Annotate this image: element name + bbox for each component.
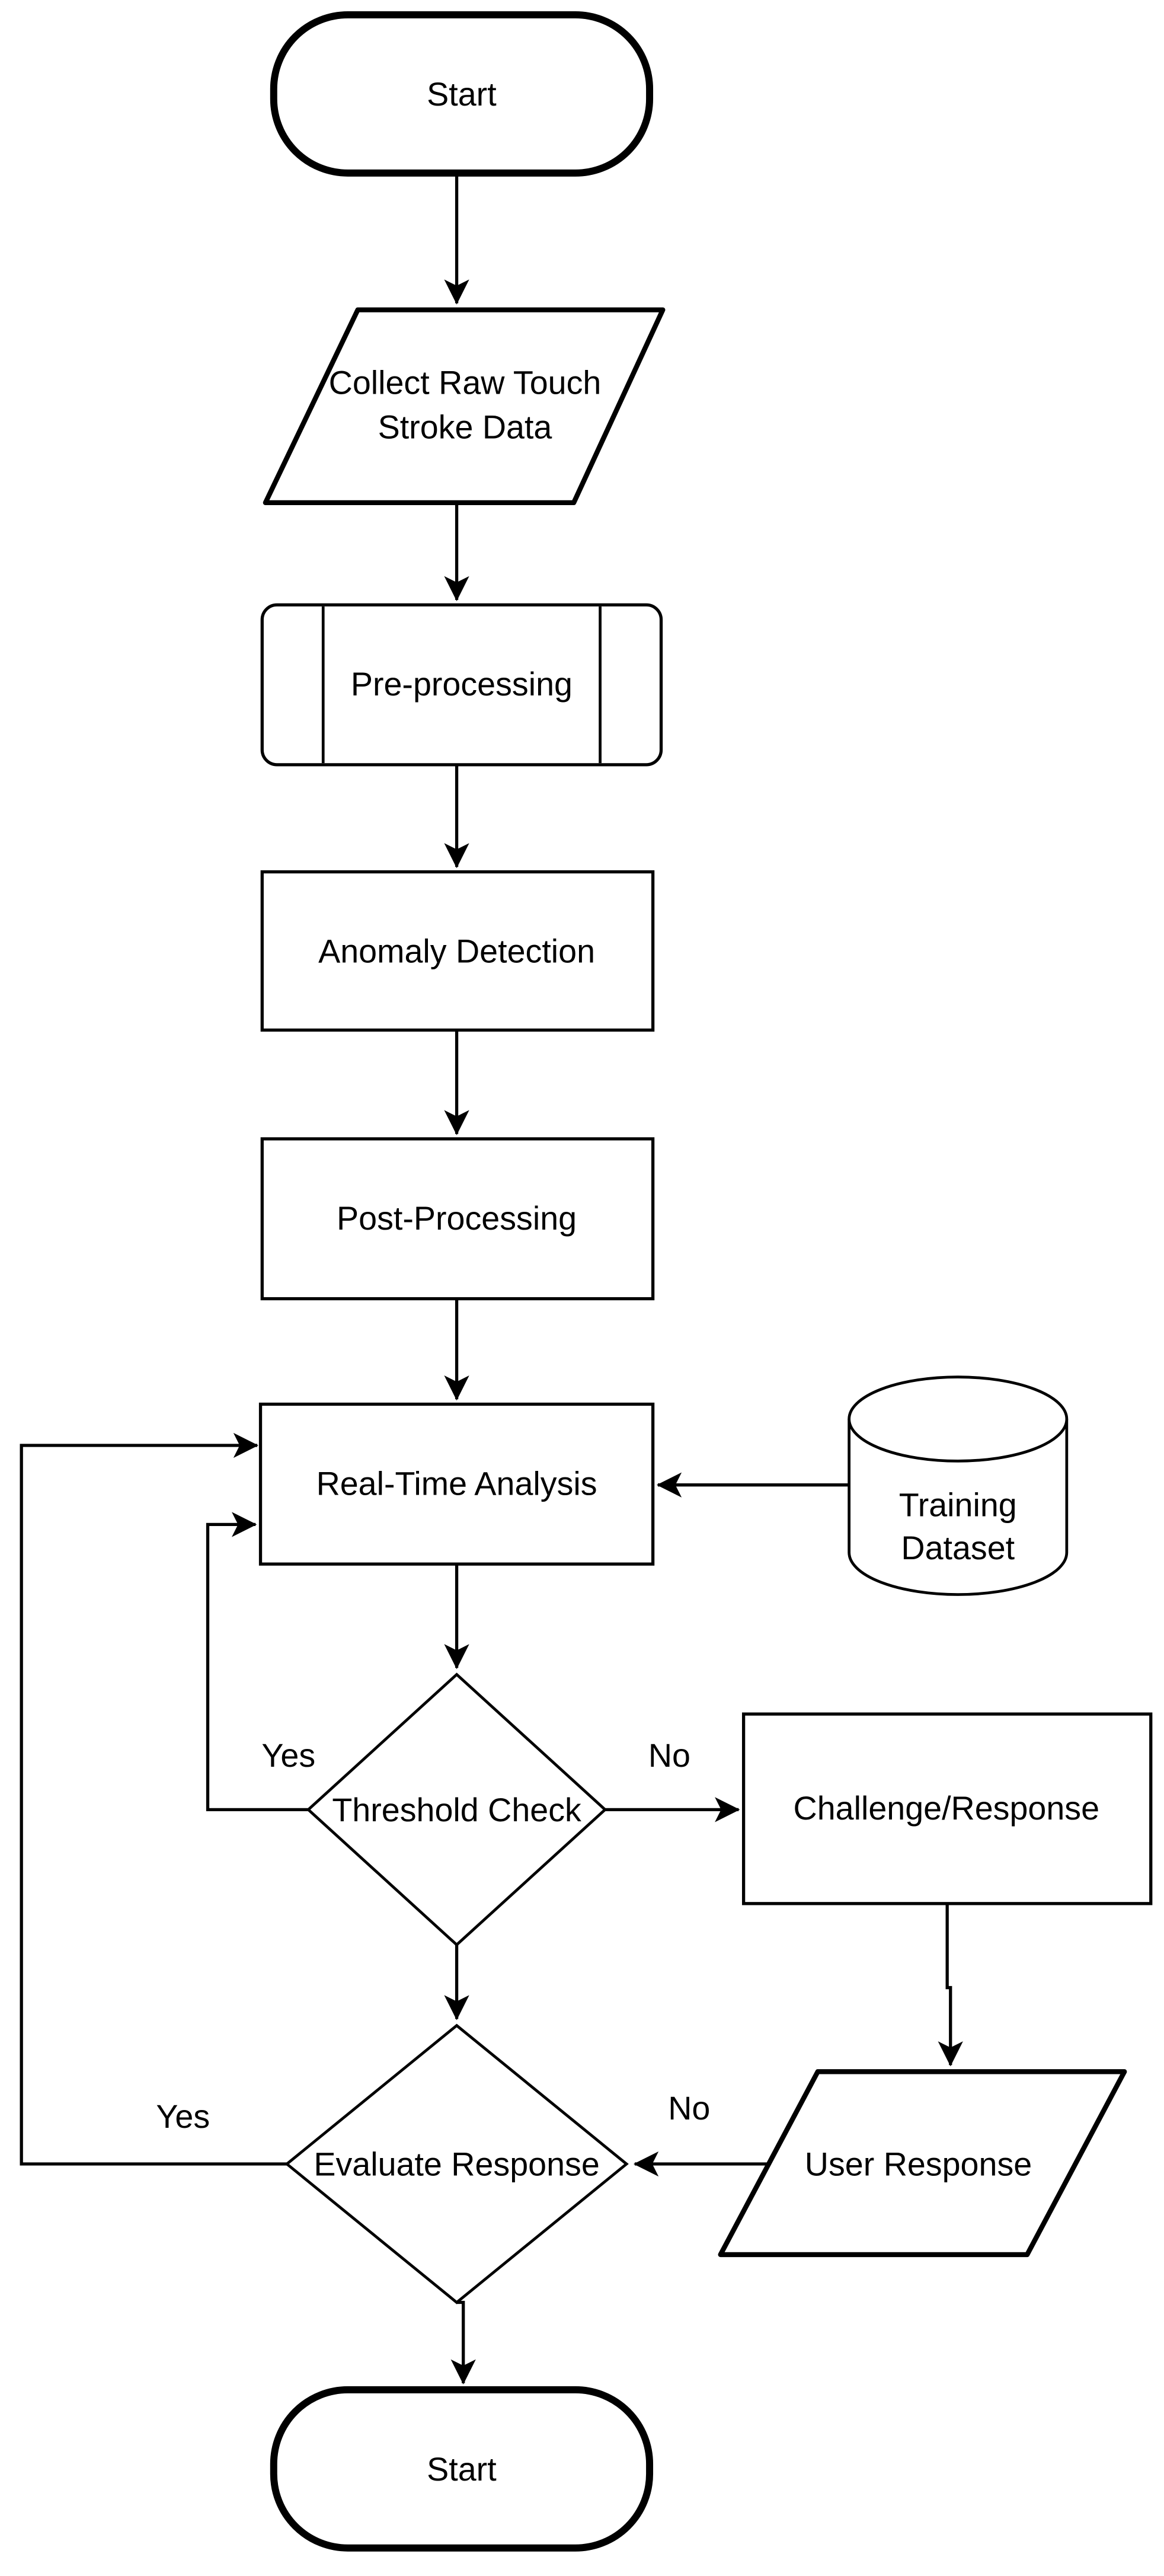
- predefined-process-shape: [260, 603, 663, 767]
- edge-threshold-yes-to-realtime: [206, 1512, 309, 1811]
- node-start-bottom: Start: [270, 2386, 654, 2552]
- node-label-line1: Collect Raw Touch: [329, 364, 602, 401]
- edge-label-evaluate-no: No: [668, 2090, 710, 2127]
- process-shape: [260, 870, 655, 1032]
- cylinder-body: [848, 1419, 1069, 1596]
- terminator-shape: [270, 2386, 654, 2552]
- node-label: Pre-processing: [351, 666, 573, 703]
- node-user-response: User Response: [718, 2069, 1127, 2258]
- node-anomaly-detection: Anomaly Detection: [260, 870, 655, 1032]
- parallelogram-shape: [263, 307, 666, 506]
- parallelogram-shape: [718, 2069, 1127, 2258]
- edge-evaluate-yes-to-realtime: [20, 1432, 287, 2166]
- process-shape: [260, 1137, 655, 1301]
- node-label: Start: [427, 2451, 497, 2488]
- node-label-line2: Dataset: [901, 1530, 1015, 1566]
- node-training-dataset: Training Dataset: [848, 1375, 1069, 1596]
- cylinder-top: [848, 1375, 1069, 1463]
- node-label: Real-Time Analysis: [316, 1465, 597, 1502]
- node-start-top: Start: [270, 11, 654, 177]
- edge-challenge-to-user-response: [938, 1903, 963, 2067]
- node-label: Anomaly Detection: [318, 933, 595, 969]
- node-evaluate-response: Evaluate Response: [284, 2023, 629, 2304]
- edge-label-evaluate-yes: Yes: [156, 2098, 210, 2135]
- node-label: Evaluate Response: [314, 2146, 599, 2182]
- node-pre-processing: Pre-processing: [260, 603, 663, 767]
- node-label: Threshold Check: [332, 1792, 581, 1828]
- node-post-processing: Post-Processing: [260, 1137, 655, 1301]
- node-label: Challenge/Response: [794, 1790, 1099, 1827]
- node-challenge-response: Challenge/Response: [741, 1712, 1153, 1905]
- node-real-time-analysis: Real-Time Analysis: [258, 1402, 655, 1566]
- edge-evaluate-to-start-bottom: [450, 2300, 476, 2385]
- node-label-line2: Stroke Data: [378, 408, 552, 445]
- edge-label-threshold-yes: Yes: [261, 1737, 315, 1774]
- node-label: Post-Processing: [337, 1200, 577, 1237]
- node-label-line1: Training: [899, 1487, 1017, 1524]
- node-label: User Response: [805, 2146, 1032, 2182]
- node-label: Start: [427, 76, 497, 113]
- process-shape: [258, 1402, 655, 1566]
- edge-label-threshold-no: No: [648, 1737, 690, 1774]
- node-threshold-check: Threshold Check: [306, 1672, 607, 1947]
- terminator-shape: [270, 11, 654, 177]
- node-collect-raw-touch-stroke-data: Collect Raw Touch Stroke Data: [263, 307, 666, 506]
